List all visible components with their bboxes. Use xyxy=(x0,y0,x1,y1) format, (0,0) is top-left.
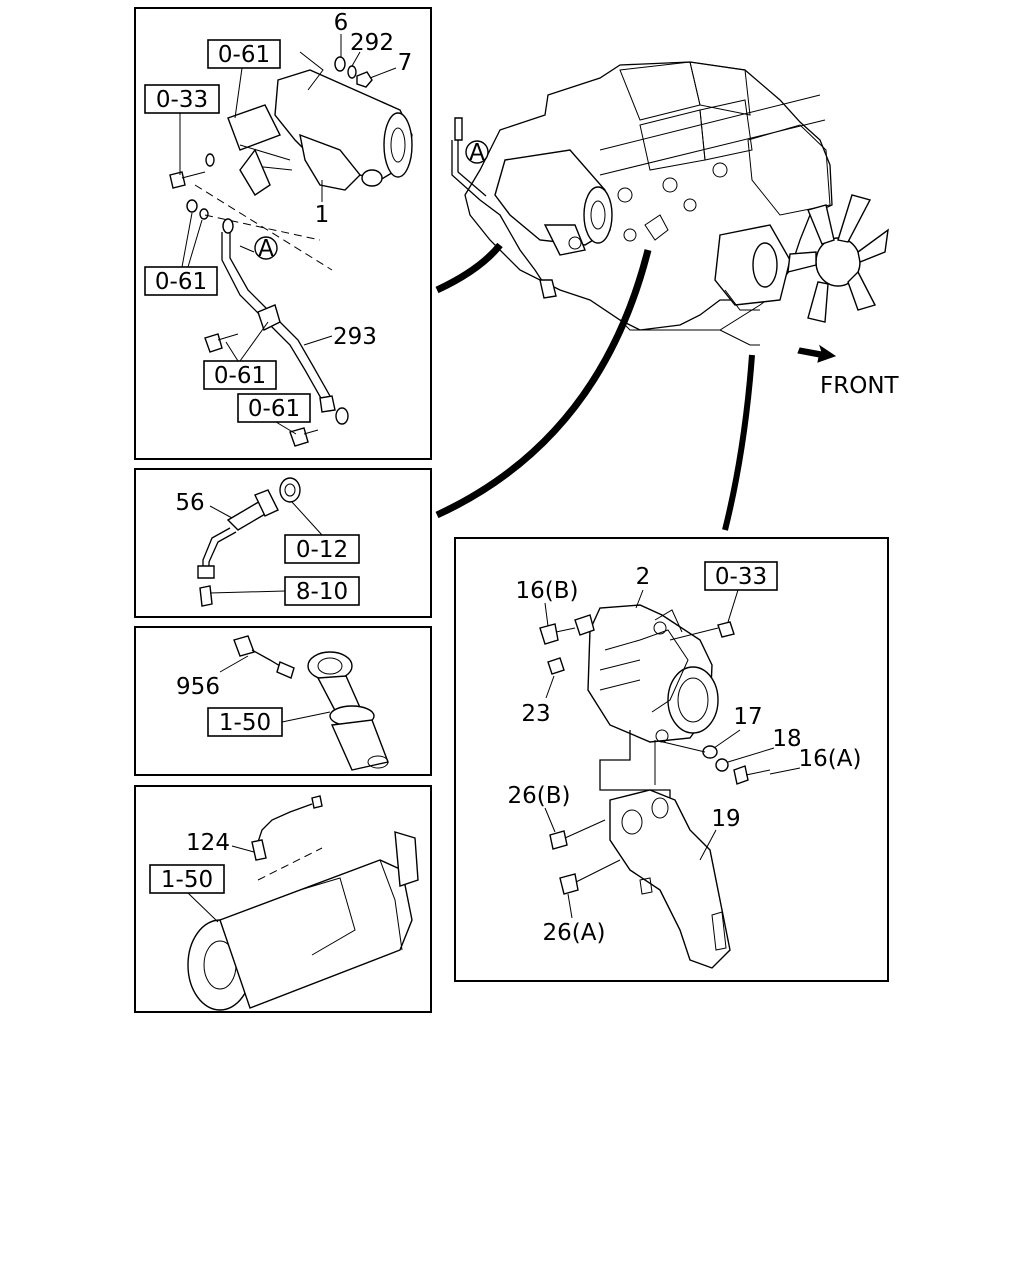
label-part-17: 17 xyxy=(733,704,762,730)
ref-muffler: 1-50 xyxy=(161,867,213,893)
panel-sensor-56: 56 0-12 8-10 xyxy=(134,468,432,618)
label-part-19: 19 xyxy=(711,806,740,832)
label-part-23: 23 xyxy=(521,701,550,727)
starter-circle-marker xyxy=(254,236,278,260)
label-part-16a: 16(A) xyxy=(799,746,862,772)
bolt-26a-part xyxy=(559,873,579,895)
ref-exhaust: 1-50 xyxy=(219,710,271,736)
bolt-26b-part xyxy=(549,830,568,850)
ref-washers-left: 0-61 xyxy=(155,269,207,295)
nut-23-part xyxy=(547,657,565,675)
ref-starter-top: 0-61 xyxy=(218,42,270,68)
label-part-7: 7 xyxy=(398,50,413,76)
label-part-18: 18 xyxy=(772,726,801,752)
exhaust-pipe-part xyxy=(307,651,389,771)
muffler-part xyxy=(187,831,419,1011)
ref-bolt-left: 0-33 xyxy=(156,87,208,113)
starter-marker-label: A xyxy=(258,236,274,262)
label-part-292: 292 xyxy=(350,30,394,56)
ref-cable-end: 0-61 xyxy=(248,396,300,422)
engine-alternator xyxy=(714,224,791,311)
front-label: FRONT xyxy=(820,373,900,399)
sensor-956-part xyxy=(233,635,295,679)
label-part-2: 2 xyxy=(636,564,651,590)
label-part-956: 956 xyxy=(176,674,220,700)
label-part-6: 6 xyxy=(334,10,349,36)
nut-part-7 xyxy=(356,71,373,88)
cooling-fan xyxy=(787,194,889,323)
alternator-part xyxy=(574,604,719,743)
engine-starter xyxy=(494,149,613,256)
starter-motor xyxy=(227,69,413,196)
ref-connector: 8-10 xyxy=(296,579,348,605)
panel-sensor-124: 124 1-50 xyxy=(134,785,432,1013)
label-part-293: 293 xyxy=(333,324,377,350)
engine-overview: A FRONT xyxy=(451,61,900,399)
connector-curves xyxy=(435,242,755,531)
bolt-16a-part xyxy=(733,765,749,785)
ref-adapter: 0-12 xyxy=(296,537,348,563)
label-part-56: 56 xyxy=(175,490,204,516)
label-part-16b: 16(B) xyxy=(516,578,579,604)
ref-alt-nut: 0-33 xyxy=(715,564,767,590)
sensor-56-part xyxy=(197,477,301,607)
label-part-124: 124 xyxy=(186,830,230,856)
label-part-26b: 26(B) xyxy=(508,783,571,809)
label-part-1: 1 xyxy=(315,202,330,228)
sensor-124-part xyxy=(251,795,323,861)
ref-cable-bolt: 0-61 xyxy=(214,363,266,389)
bolt-part-0-33 xyxy=(169,171,186,189)
panel-starter: A 0-61 0-33 0-61 0-61 0-61 6 292 7 1 293 xyxy=(134,7,432,460)
spring-washer-part-292 xyxy=(347,65,357,79)
front-arrow xyxy=(797,344,837,363)
engine-circle-marker xyxy=(465,140,489,164)
nut-0-33-part xyxy=(717,621,735,638)
washer-18-part xyxy=(715,758,729,772)
bolt-16b-part xyxy=(539,623,559,645)
battery-cable-part xyxy=(221,218,349,425)
label-part-26a: 26(A) xyxy=(543,920,606,946)
cable-bolt-part xyxy=(204,333,223,353)
panel-alternator: 16(B) 2 0-33 23 17 18 16(A) 26(B) 19 26(… xyxy=(454,537,889,982)
washer-part-6 xyxy=(334,56,346,72)
panel-sensor-956: 956 1-50 xyxy=(134,626,432,776)
bracket-part-19 xyxy=(609,789,731,969)
engine-marker-label: A xyxy=(469,140,485,166)
